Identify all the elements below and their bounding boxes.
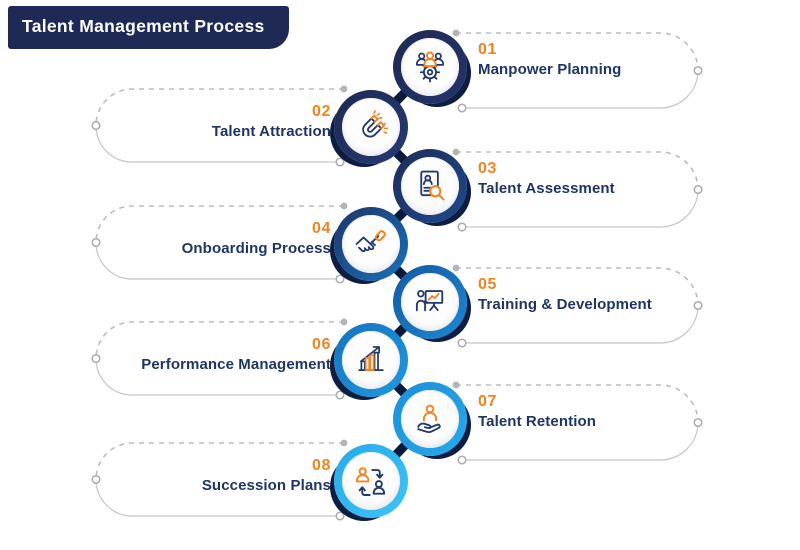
step-label: Talent Retention xyxy=(478,413,596,430)
loop-solid xyxy=(462,70,699,109)
step-number: 04 xyxy=(312,220,331,237)
step-circle-inner xyxy=(342,452,400,510)
step-label: Performance Management xyxy=(141,356,331,373)
resume-search-icon-slot xyxy=(409,165,451,207)
step-text: 08 Succession Plans xyxy=(202,457,331,495)
step-number: 02 xyxy=(312,103,331,120)
step-label: Talent Assessment xyxy=(478,180,615,197)
loop-dashed xyxy=(95,205,344,243)
step-text: 05 Training & Development xyxy=(478,276,652,314)
step-text: 07 Talent Retention xyxy=(478,393,596,431)
connector-node xyxy=(457,103,467,113)
step-circle xyxy=(334,323,408,397)
step-label: Training & Development xyxy=(478,296,652,313)
loop-solid xyxy=(95,479,340,517)
team-gear-icon-slot xyxy=(409,46,451,88)
hand-person-icon-slot xyxy=(409,398,451,440)
connector-dot xyxy=(452,264,460,272)
connector-dot xyxy=(340,202,348,210)
step-label: Succession Plans xyxy=(201,477,331,494)
step-number: 06 xyxy=(312,336,331,353)
step-circle xyxy=(393,30,467,104)
step-text: 06 Performance Management xyxy=(141,336,331,374)
loop-dashed xyxy=(456,32,699,71)
connector-node xyxy=(693,417,703,428)
step-circle-inner xyxy=(401,390,459,448)
connector-node xyxy=(335,274,345,284)
step-circle-inner xyxy=(401,38,459,96)
handshake-icon xyxy=(350,223,392,265)
connector-node xyxy=(457,338,467,348)
connector-dot xyxy=(340,85,348,93)
connector-node xyxy=(91,120,101,131)
connector-node xyxy=(335,157,345,167)
step-text: 03 Talent Assessment xyxy=(478,160,615,198)
step-text: 02 Talent Attraction xyxy=(212,103,331,141)
connector-node xyxy=(335,511,345,521)
handshake-icon-slot xyxy=(350,223,392,265)
growth-chart-icon-slot xyxy=(350,339,392,381)
step-circle xyxy=(393,149,467,223)
step-number: 01 xyxy=(478,41,497,58)
magnet-icon xyxy=(350,106,392,148)
loop-dashed xyxy=(456,267,699,306)
step-number: 05 xyxy=(478,276,497,293)
step-circle xyxy=(393,265,467,339)
connector-node xyxy=(335,390,345,400)
connector-dot xyxy=(340,439,348,447)
step-circle-inner xyxy=(401,273,459,331)
team-gear-icon xyxy=(409,46,451,88)
connector-node xyxy=(91,474,101,485)
step-text: 04 Onboarding Process xyxy=(182,220,331,258)
step-text: 01 Manpower Planning xyxy=(478,41,621,79)
loop-solid xyxy=(95,358,340,396)
growth-chart-icon xyxy=(350,339,392,381)
loop-solid xyxy=(462,305,699,344)
connector-node xyxy=(693,300,703,311)
training-presentation-icon xyxy=(409,281,451,323)
step-circle-inner xyxy=(342,98,400,156)
step-label: Manpower Planning xyxy=(478,61,622,78)
step-label: Onboarding Process xyxy=(181,240,331,257)
step-circle xyxy=(334,90,408,164)
connector-dot xyxy=(452,381,460,389)
step-label: Talent Attraction xyxy=(211,123,331,140)
connector-node xyxy=(693,184,703,195)
step-circle-inner xyxy=(342,331,400,389)
loop-dashed xyxy=(95,88,344,126)
magnet-icon-slot xyxy=(350,106,392,148)
connector-dot xyxy=(340,318,348,326)
page-title: Talent Management Process xyxy=(8,6,289,49)
connector-node xyxy=(91,237,101,248)
step-circle-inner xyxy=(342,215,400,273)
connector-node xyxy=(457,455,467,465)
connector-node xyxy=(91,353,101,364)
resume-search-icon xyxy=(409,165,451,207)
step-number: 03 xyxy=(478,160,497,177)
loop-solid xyxy=(462,422,699,461)
loop-solid xyxy=(95,242,340,280)
training-presentation-icon-slot xyxy=(409,281,451,323)
loop-dashed xyxy=(456,384,699,423)
loop-solid xyxy=(95,125,340,163)
connector-node xyxy=(693,65,703,76)
step-circle xyxy=(334,207,408,281)
loop-dashed xyxy=(95,321,344,359)
step-circle-inner xyxy=(401,157,459,215)
step-number: 07 xyxy=(478,393,497,410)
step-circle xyxy=(393,382,467,456)
connector-node xyxy=(457,222,467,232)
hand-person-icon xyxy=(409,398,451,440)
step-number: 08 xyxy=(312,457,331,474)
succession-cycle-icon xyxy=(350,460,392,502)
connector-dot xyxy=(452,29,460,37)
step-circle xyxy=(334,444,408,518)
connector-dot xyxy=(452,148,460,156)
loop-solid xyxy=(462,189,699,228)
loop-dashed xyxy=(456,151,699,190)
succession-cycle-icon-slot xyxy=(350,460,392,502)
loop-dashed xyxy=(95,442,344,480)
